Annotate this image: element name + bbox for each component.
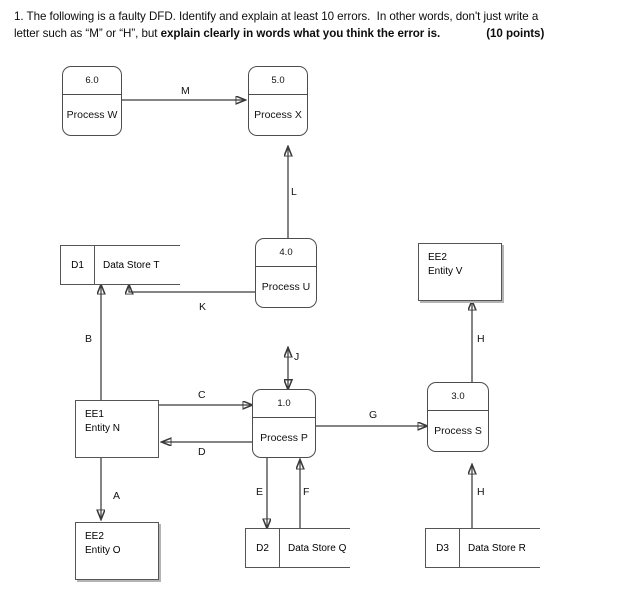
process-x-number: 5.0 bbox=[249, 67, 307, 95]
flow-label-m: M bbox=[181, 85, 190, 97]
process-u[interactable]: 4.0 Process U bbox=[255, 238, 317, 308]
entity-ee1-n-name: Entity N bbox=[85, 423, 121, 434]
process-x[interactable]: 5.0 Process X bbox=[248, 66, 308, 136]
data-store-d2[interactable]: D2 Data Store Q bbox=[245, 528, 350, 568]
flow-label-k: K bbox=[199, 301, 207, 313]
process-s-name: Process S bbox=[434, 425, 482, 437]
data-store-d1[interactable]: D1 Data Store T bbox=[60, 245, 180, 285]
process-u-number: 4.0 bbox=[256, 239, 316, 267]
question-line-2-bold: explain clearly in words what you think … bbox=[160, 27, 441, 40]
flow-label-e: E bbox=[256, 486, 264, 498]
entity-ee2-o-id: EE2 bbox=[85, 531, 104, 542]
process-p-number: 1.0 bbox=[253, 390, 315, 418]
entity-ee1-n-id: EE1 bbox=[85, 409, 104, 420]
data-store-d1-name: Data Store T bbox=[103, 259, 160, 271]
entity-ee2-v-id: EE2 bbox=[428, 252, 447, 263]
data-store-d3[interactable]: D3 Data Store R bbox=[425, 528, 540, 568]
process-w-name: Process W bbox=[66, 109, 118, 121]
data-store-d2-id: D2 bbox=[246, 529, 280, 567]
question-line-1: 1. The following is a faulty DFD. Identi… bbox=[14, 10, 539, 23]
question-line-2-plain: letter such as “M” or “H”, but bbox=[14, 27, 161, 40]
question-points: (10 points) bbox=[486, 27, 545, 40]
data-store-d3-name: Data Store R bbox=[468, 542, 526, 554]
process-x-name: Process X bbox=[254, 109, 302, 121]
entity-ee1-n[interactable]: EE1 Entity N bbox=[75, 400, 159, 458]
entity-ee2-o-name: Entity O bbox=[85, 545, 121, 556]
data-store-d3-id: D3 bbox=[426, 529, 460, 567]
process-w-number: 6.0 bbox=[63, 67, 121, 95]
data-store-d1-id: D1 bbox=[61, 246, 95, 284]
process-s[interactable]: 3.0 Process S bbox=[427, 382, 489, 452]
dfd-diagram: 6.0 Process W 5.0 Process X 4.0 Process … bbox=[0, 52, 623, 616]
flow-line-k bbox=[129, 285, 255, 292]
flow-label-g: G bbox=[369, 409, 378, 421]
process-p[interactable]: 1.0 Process P bbox=[252, 389, 316, 458]
process-s-number: 3.0 bbox=[428, 383, 488, 411]
flow-label-f: F bbox=[303, 486, 310, 498]
process-u-name: Process U bbox=[261, 281, 311, 293]
flow-label-l: L bbox=[291, 186, 297, 198]
flow-label-c: C bbox=[198, 389, 206, 401]
flow-label-h-lower: H bbox=[477, 486, 485, 498]
flow-label-a: A bbox=[113, 490, 121, 502]
question-text: 1. The following is a faulty DFD. Identi… bbox=[14, 8, 614, 42]
entity-ee2-o[interactable]: EE2 Entity O bbox=[75, 522, 159, 580]
question-line-2: letter such as “M” or “H”, but explain c… bbox=[14, 25, 614, 42]
flow-label-h-upper: H bbox=[477, 333, 485, 345]
data-store-d2-name: Data Store Q bbox=[288, 542, 347, 554]
entity-ee2-v-name: Entity V bbox=[428, 266, 463, 277]
process-w[interactable]: 6.0 Process W bbox=[62, 66, 122, 136]
flow-label-b: B bbox=[85, 333, 93, 345]
flow-label-d: D bbox=[198, 446, 206, 458]
entity-ee2-v[interactable]: EE2 Entity V bbox=[418, 243, 502, 301]
flow-label-j: J bbox=[294, 351, 300, 363]
process-p-name: Process P bbox=[260, 431, 308, 444]
